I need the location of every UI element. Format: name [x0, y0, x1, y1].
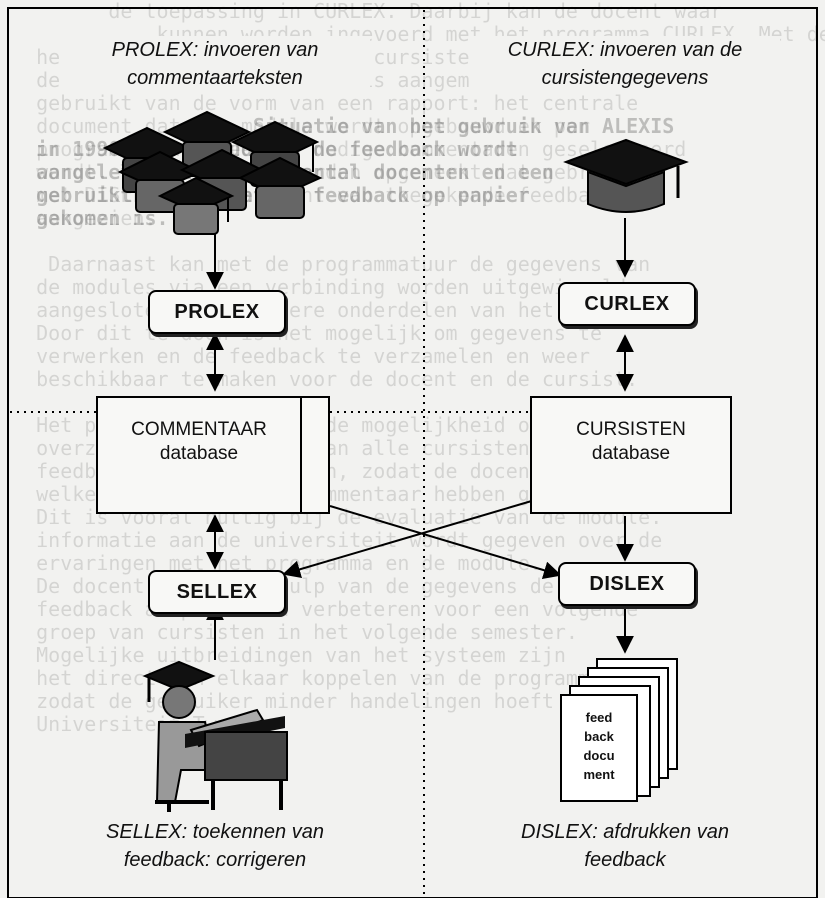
arrow-commentaar-dislex — [329, 505, 562, 579]
database-commentaar-tab — [300, 396, 330, 514]
node-curlex: CURLEX — [558, 282, 696, 326]
database-commentaar-subtitle: database — [159, 443, 239, 464]
database-commentaar: COMMENTAAR database — [96, 396, 330, 514]
arrow-cursisten-sellex — [282, 499, 536, 579]
caption-sellex: SELLEX: toekennen van feedback: corriger… — [60, 818, 370, 874]
node-sellex: SELLEX — [148, 570, 286, 614]
document-line: docu — [583, 748, 615, 763]
document-front: feed back docu ment — [560, 694, 638, 802]
database-commentaar-title: COMMENTAAR — [131, 419, 267, 440]
graduation-caps-group-icon — [102, 110, 323, 235]
outer-frame — [7, 7, 818, 898]
node-dislex: DISLEX — [558, 562, 696, 606]
database-cursisten: CURSISTEN database — [530, 396, 732, 514]
graduation-cap-icon — [563, 138, 689, 213]
caption-dislex: DISLEX: afdrukken van feedback — [500, 818, 750, 874]
database-cursisten-title: CURSISTEN — [576, 419, 686, 440]
caption-prolex: PROLEX: invoeren van commentaarteksten — [60, 36, 370, 92]
document-stack-icon: feed back docu ment — [560, 658, 680, 808]
document-line: back — [584, 729, 614, 744]
student-at-desk-icon — [142, 660, 288, 812]
node-prolex: PROLEX — [148, 290, 286, 334]
document-line: feed — [585, 710, 613, 725]
caption-curlex: CURLEX: invoeren van de cursistengegeven… — [470, 36, 780, 92]
document-line: ment — [583, 767, 615, 782]
database-cursisten-subtitle: database — [591, 443, 671, 464]
